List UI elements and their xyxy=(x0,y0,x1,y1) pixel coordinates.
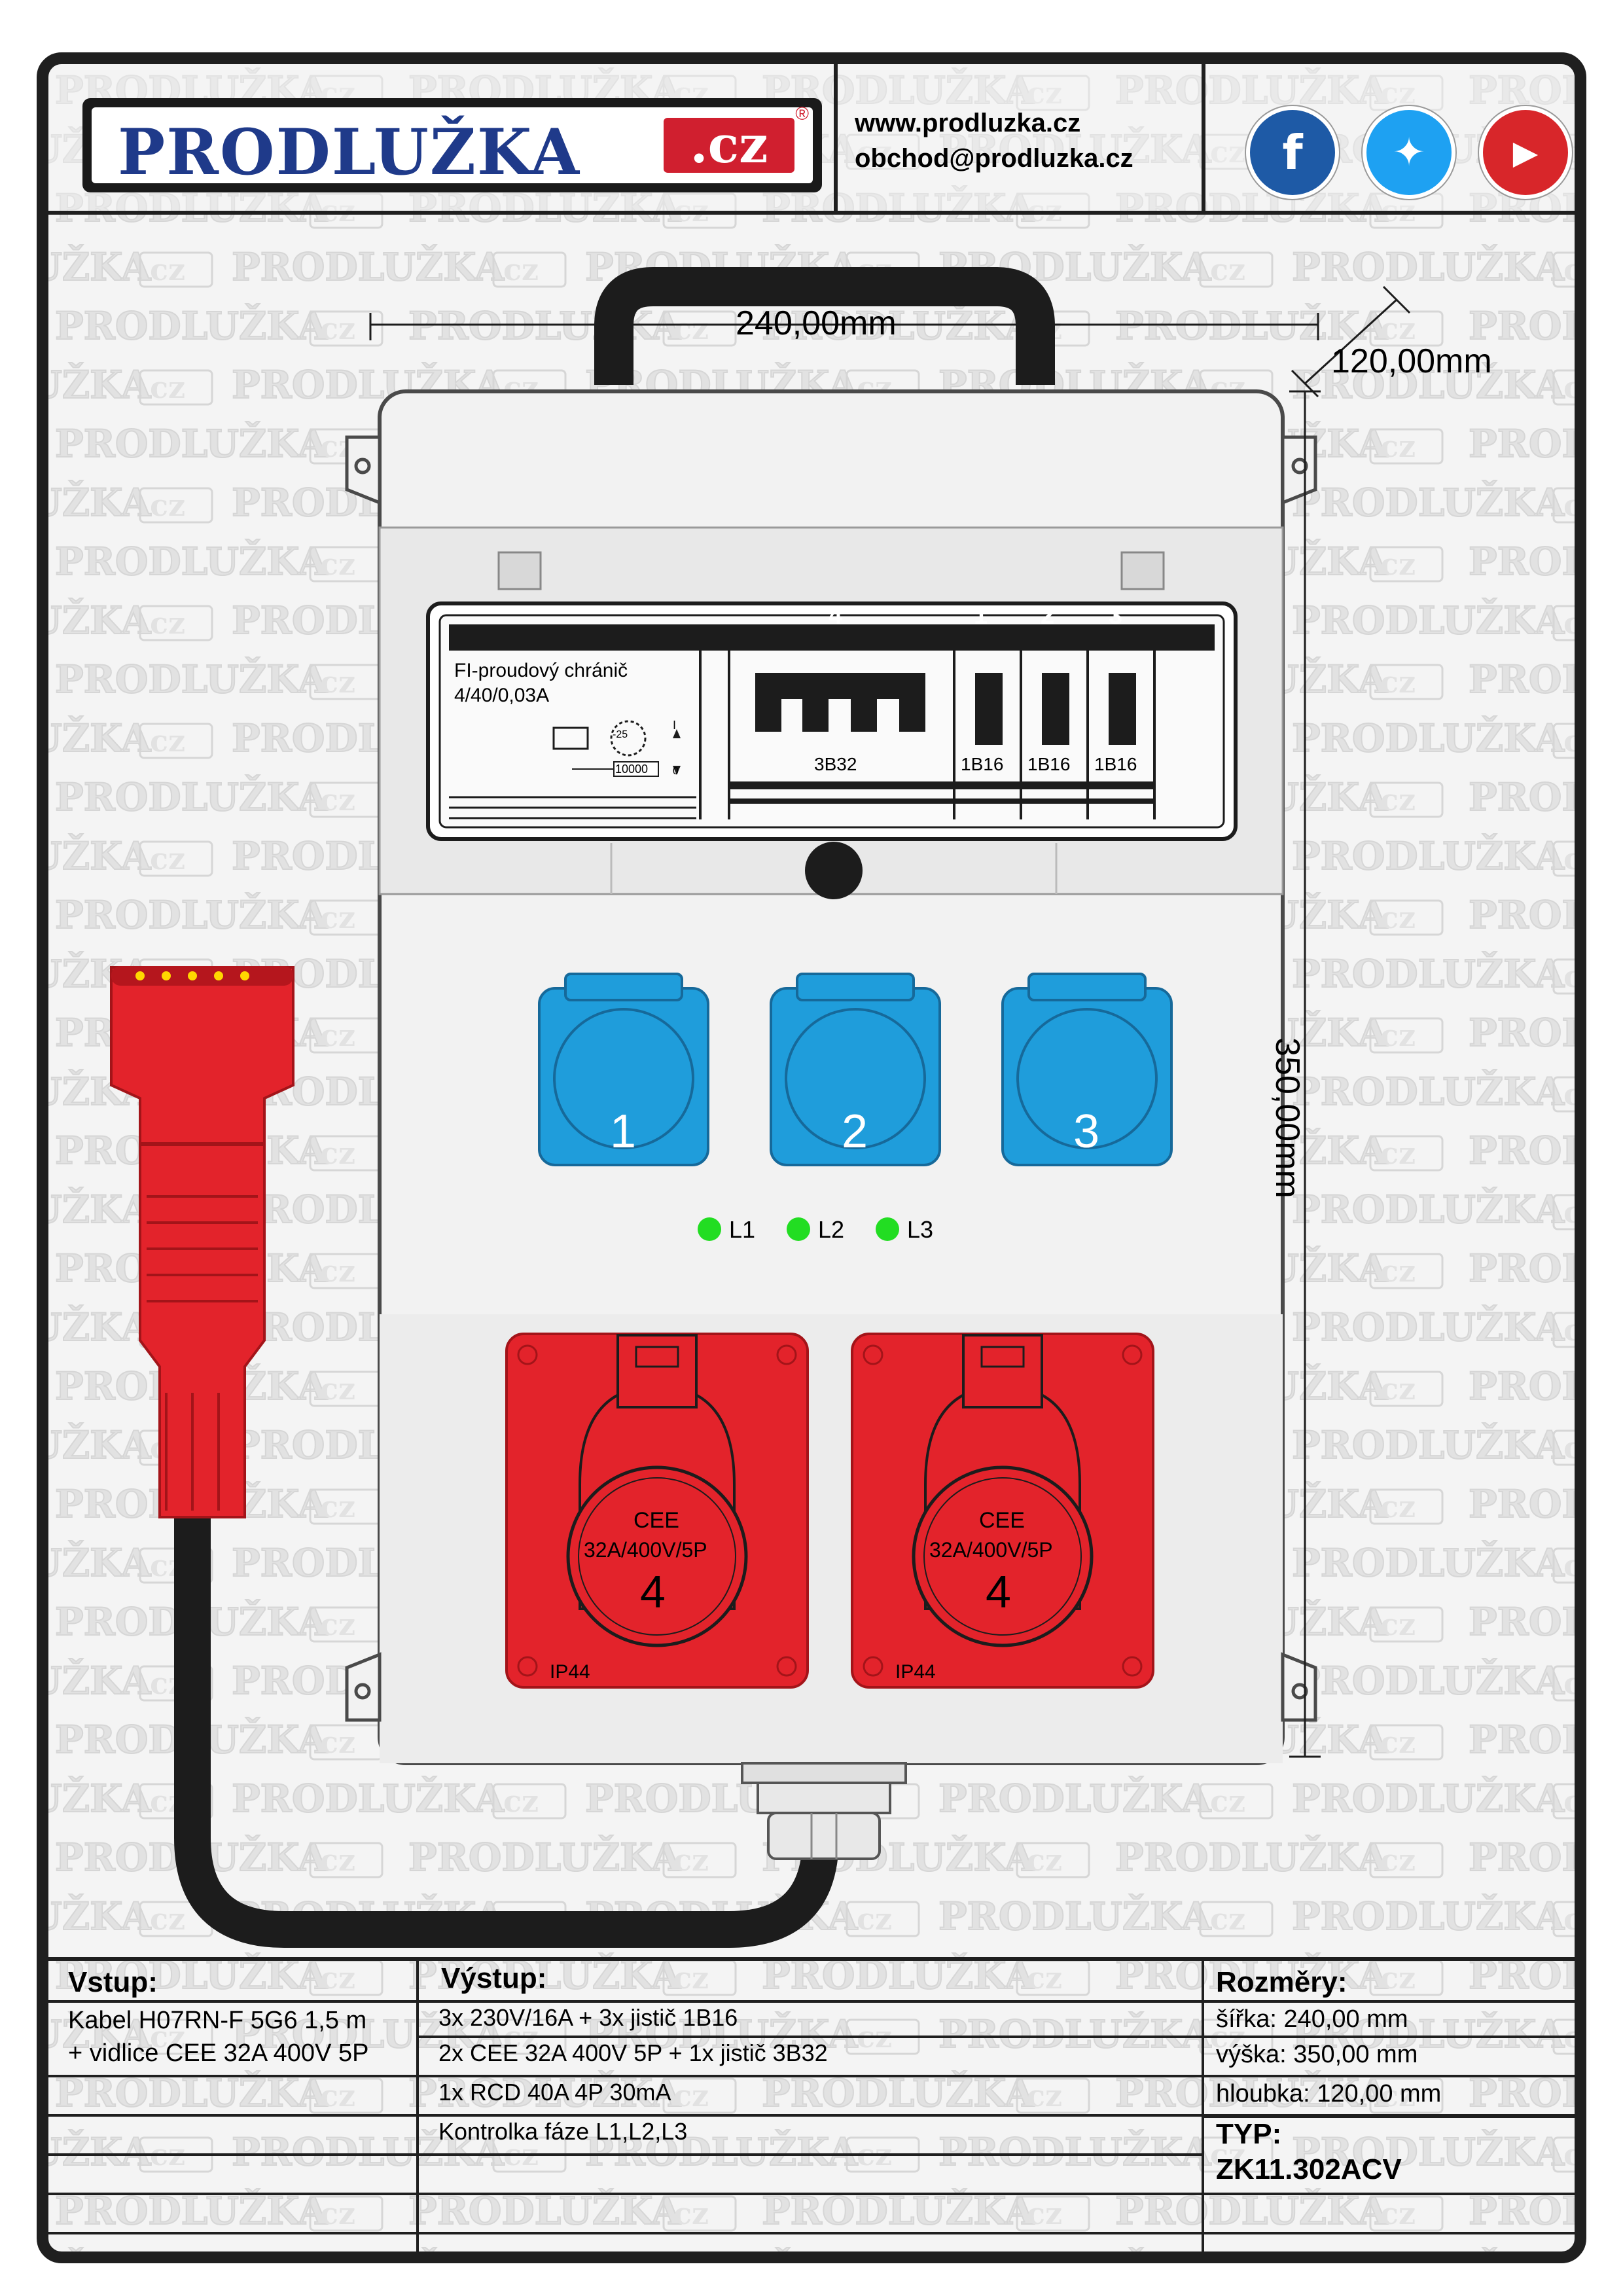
breaker-number-2: 2 xyxy=(1041,602,1055,630)
depth-dimension-label: 120,00mm xyxy=(1331,342,1492,380)
logo: PRODLUŽKA .cz ® xyxy=(82,98,822,192)
cee-socket-1-ip: IP44 xyxy=(550,1661,590,1683)
handle xyxy=(594,267,1055,385)
cee-sockets xyxy=(505,1333,1154,1689)
cee-socket-1-type: CEE xyxy=(633,1508,679,1533)
breaker-label-1: 1B16 xyxy=(961,754,1004,774)
output-line-2: 2x CEE 32A 400V 5P + 1x jistič 3B32 xyxy=(438,2039,828,2066)
dimension-height: výška: 350,00 mm xyxy=(1216,2041,1418,2068)
input-line-2: + vidlice CEE 32A 400V 5P xyxy=(68,2039,369,2067)
rcd-off-mark: 0 xyxy=(673,766,679,777)
cee-socket-2-ip: IP44 xyxy=(895,1661,936,1683)
schuko-sockets xyxy=(538,973,1173,1166)
cee-socket-2-number: 4 xyxy=(986,1566,1011,1617)
website-link[interactable]: www.prodluzka.cz xyxy=(855,109,1081,137)
output-line-3: 1x RCD 40A 4P 30mA xyxy=(438,2079,671,2106)
output-line-1: 3x 230V/16A + 3x jistič 1B16 xyxy=(438,2004,738,2031)
cee-plug xyxy=(110,966,294,1518)
dimension-width: šířka: 240,00 mm xyxy=(1216,2005,1408,2033)
facebook-icon[interactable]: f xyxy=(1246,106,1339,199)
schuko-socket-2-label: 2 xyxy=(842,1105,868,1158)
cable xyxy=(174,1517,839,1948)
dimension-depth: hloubka: 120,00 mm xyxy=(1216,2080,1442,2108)
cable-gland xyxy=(741,1762,907,1860)
schuko-socket-3-label: 3 xyxy=(1073,1105,1100,1158)
input-line-1: Kabel H07RN-F 5G6 1,5 m xyxy=(68,2007,367,2034)
type-header: TYP: xyxy=(1216,2118,1282,2150)
rcd-temp: -25 xyxy=(613,729,628,740)
document-sheet: PRODLUŽKA cz PRODLUŽKA cz PRODLUŽKA PROD… xyxy=(37,52,1586,2263)
twitter-icon[interactable]: ✦ xyxy=(1363,106,1455,199)
cable-gland-cap xyxy=(805,842,863,899)
cee-socket-2-type: CEE xyxy=(979,1508,1025,1533)
lamp-l3-label: L3 xyxy=(907,1216,934,1243)
lamp-l1 xyxy=(698,1217,721,1241)
width-dimension-label: 240,00mm xyxy=(736,304,897,342)
cee-socket-1-rating: 32A/400V/5P xyxy=(584,1538,707,1562)
schuko-socket-1-label: 1 xyxy=(610,1105,637,1158)
rcd-icc: 10000 xyxy=(615,762,649,776)
height-dimension-label: 350,00mm xyxy=(1268,1037,1306,1198)
logo-cz-badge: .cz xyxy=(664,118,794,173)
product-drawing xyxy=(110,267,1411,1948)
input-header: Vstup: xyxy=(68,1966,158,1998)
breaker-label-3: 1B16 xyxy=(1094,754,1137,774)
breaker-number-3: 3 xyxy=(1109,602,1123,630)
logo-text: PRODLUŽKA xyxy=(118,115,580,189)
breaker-label-3b32: 3B32 xyxy=(814,754,857,774)
lamp-l2-label: L2 xyxy=(818,1216,845,1243)
header-vline-2 xyxy=(1202,64,1205,213)
header-vline-1 xyxy=(834,64,838,213)
breaker-panel xyxy=(426,601,1238,841)
rcd-on-mark: I xyxy=(673,719,677,732)
output-header: Výstup: xyxy=(441,1962,547,1994)
breaker-label-2: 1B16 xyxy=(1027,754,1071,774)
lamp-l3 xyxy=(876,1217,899,1241)
header-divider xyxy=(48,211,1575,215)
cee-socket-1-number: 4 xyxy=(640,1566,666,1617)
rcd-rating: 4/40/0,03A xyxy=(454,685,550,706)
dimension-lines xyxy=(369,285,1411,1758)
output-line-4: Kontrolka fáze L1,L2,L3 xyxy=(438,2118,688,2145)
lamp-l1-label: L1 xyxy=(729,1216,756,1243)
rcd-title: FI-proudový chránič xyxy=(454,660,628,681)
spec-table: Vstup: Kabel H07RN-F 5G6 1,5 m + vidlice… xyxy=(48,1957,1575,2251)
email-link[interactable]: obchod@prodluzka.cz xyxy=(855,144,1133,173)
cee-socket-2-rating: 32A/400V/5P xyxy=(929,1538,1053,1562)
breaker-number-4: 4 xyxy=(829,602,843,630)
registered-mark: ® xyxy=(795,103,809,124)
type-value: ZK11.302ACV xyxy=(1216,2153,1402,2185)
dimensions-header: Rozměry: xyxy=(1216,1966,1347,1998)
lamp-l2 xyxy=(787,1217,810,1241)
breaker-number-1: 1 xyxy=(974,602,988,630)
youtube-icon[interactable]: ▶ xyxy=(1479,106,1572,199)
